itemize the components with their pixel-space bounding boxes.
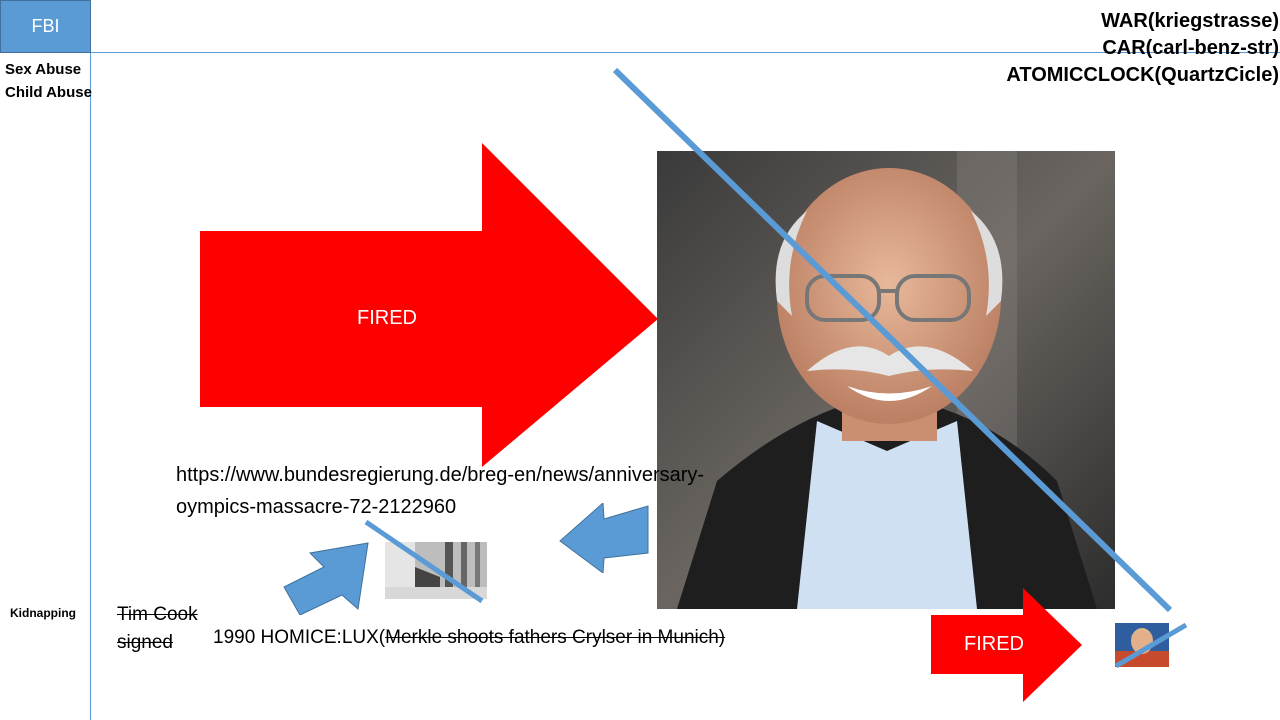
label-kidnapping: Kidnapping [10,606,76,620]
url-line-1: https://www.bundesregierung.de/breg-en/n… [176,464,705,486]
struck-note: Tim Cook signed [117,601,198,657]
homice-struck-text: Merkle shoots fathers Crylser in Munich) [385,627,726,648]
blue-arrow-left [559,503,649,573]
person-photo [657,151,1115,609]
fbi-box: FBI [0,0,91,53]
fired-label-big: FIRED [357,307,417,329]
top-divider-line [91,52,1280,53]
label-child-abuse: Child Abuse [5,84,92,101]
fired-label-small: FIRED [964,633,1024,655]
small-red-arrow [931,588,1082,702]
building-thumbnail [385,542,487,599]
big-red-arrow [200,143,658,467]
top-right-item-atomicclock: ATOMICCLOCK(QuartzCicle) [1006,64,1279,86]
top-right-item-war: WAR(kriegstrasse) [1101,10,1279,32]
label-sex-abuse: Sex Abuse [5,61,82,78]
struck-note-line-2: signed [117,632,173,653]
top-right-list: WAR(kriegstrasse) CAR(carl-benz-str) ATO… [1006,8,1279,89]
struck-note-line-1: Tim Cook [117,604,198,625]
url-line-2: oympics-massacre-72-2122960 [176,496,457,518]
blue-arrow-up-right [283,542,369,615]
url-text: https://www.bundesregierung.de/breg-en/n… [176,459,704,523]
left-divider-line [90,53,91,720]
top-right-item-car: CAR(carl-benz-str) [1102,37,1279,59]
homice-note: 1990 HOMICE:LUX(Merkle shoots fathers Cr… [213,627,725,649]
avatar [1115,623,1169,667]
homice-prefix: 1990 HOMICE:LUX( [213,627,386,648]
fbi-label: FBI [31,16,60,36]
